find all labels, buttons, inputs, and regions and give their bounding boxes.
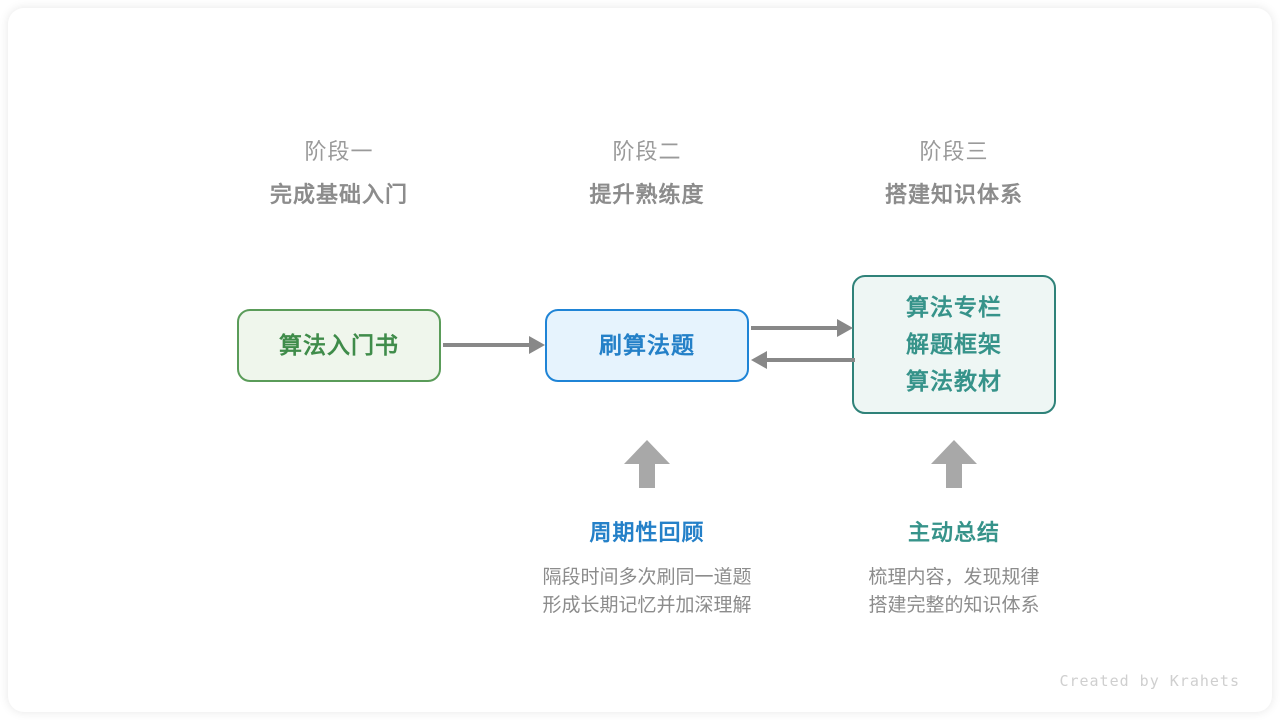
stage-title-2: 提升熟练度 — [589, 182, 705, 207]
note-periodic-review: 周期性回顾 隔段时间多次刷同一道题 形成长期记忆并加深理解 — [487, 518, 807, 620]
diagram-canvas: 阶段一 完成基础入门 阶段二 提升熟练度 阶段三 搭建知识体系 算法入门书 刷算… — [8, 8, 1272, 712]
node-knowledge-resources[interactable]: 算法专栏 解题框架 算法教材 — [852, 275, 1056, 414]
stage-index-1: 阶段一 — [304, 139, 374, 164]
arrow-practice-to-knowledge-icon — [751, 318, 855, 338]
arrow-up-review-icon — [624, 440, 670, 488]
stage-header-3: 阶段三 搭建知识体系 — [824, 137, 1084, 211]
stage-title-3: 搭建知识体系 — [884, 182, 1023, 207]
arrow-up-summary-icon — [931, 440, 977, 488]
stage-title-1: 完成基础入门 — [269, 182, 408, 207]
stage-header-2: 阶段二 提升熟练度 — [517, 137, 777, 211]
node-practice-problems[interactable]: 刷算法题 — [545, 309, 749, 382]
note-summary-title: 主动总结 — [907, 520, 1000, 545]
note-summary-desc-1: 梳理内容，发现规律 — [868, 567, 1040, 588]
note-summary-desc-2: 搭建完整的知识体系 — [868, 595, 1040, 616]
node-knowledge-line-1: 算法专栏 — [906, 294, 1002, 320]
node-knowledge-line-2: 解题框架 — [906, 331, 1002, 357]
arrow-book-to-practice-icon — [443, 335, 547, 355]
node-practice-line-1: 刷算法题 — [599, 332, 695, 358]
node-knowledge-line-3: 算法教材 — [906, 368, 1002, 394]
node-algorithm-intro-book[interactable]: 算法入门书 — [237, 309, 441, 382]
note-active-summary: 主动总结 梳理内容，发现规律 搭建完整的知识体系 — [794, 518, 1114, 620]
note-review-desc-1: 隔段时间多次刷同一道题 — [542, 567, 752, 588]
credit-watermark: Created by Krahets — [1059, 672, 1240, 690]
note-review-desc-2: 形成长期记忆并加深理解 — [542, 595, 752, 616]
stage-header-1: 阶段一 完成基础入门 — [209, 137, 469, 211]
arrow-knowledge-to-practice-icon — [751, 350, 855, 370]
stage-index-2: 阶段二 — [612, 139, 682, 164]
stage-index-3: 阶段三 — [919, 139, 989, 164]
note-review-title: 周期性回顾 — [589, 520, 705, 545]
node-book-line-1: 算法入门书 — [279, 332, 399, 358]
